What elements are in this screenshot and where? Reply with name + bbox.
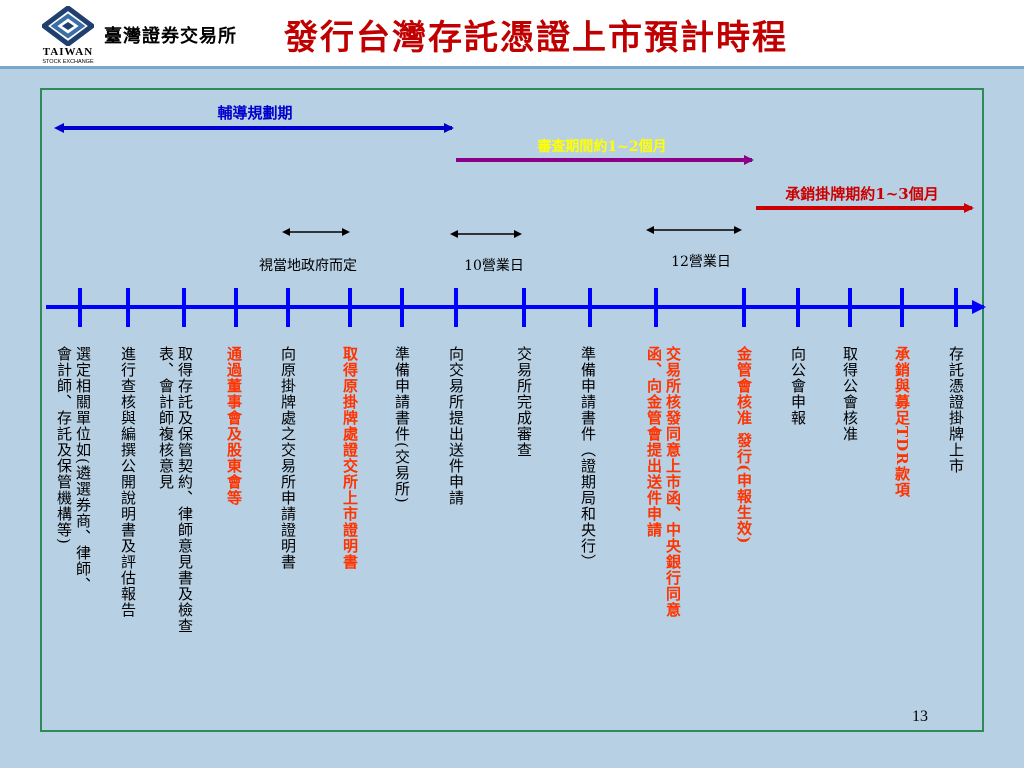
phase-label-underwriting: 承銷掛牌期約1~3個月	[785, 185, 938, 203]
step-association-approval: 取得公會核准	[841, 346, 859, 442]
step-underwriting-funds: 承銷與募足TDR款項	[893, 346, 911, 498]
logo-subword: STOCK EXCHANGE	[42, 59, 94, 65]
phase-label-review: 審查期間約1~2個月	[536, 138, 666, 155]
logo-word: TAIWAN	[42, 46, 94, 58]
taiwan-stock-exchange-logo: TAIWAN STOCK EXCHANGE	[36, 6, 100, 66]
page-number: 13	[912, 708, 928, 725]
step-board-approval: 通過董事會及股東會等	[225, 346, 243, 506]
step-exchange-review: 交易所完成審查	[515, 346, 533, 458]
step-submit-to-exchange: 向交易所提出送件申請	[447, 346, 465, 506]
timeline-ticks	[78, 288, 958, 327]
header: TAIWAN STOCK EXCHANGE 臺灣證券交易所 發行台灣存託憑證上市…	[0, 0, 1024, 69]
step-report-to-association: 向公會申報	[789, 346, 807, 426]
timeline-panel	[40, 88, 984, 732]
step-obtain-certificate: 取得原掛牌處證交所上市證明書	[341, 346, 359, 570]
step-audit-prospectus: 進行查核與編撰公開說明書及評估報告	[119, 346, 137, 618]
page-title: 發行台灣存託憑證上市預計時程	[284, 18, 788, 58]
step-exchange-approval-letter: 交易所核發同意上市函、中央銀行同意 函、向金管會提出送件申請	[645, 346, 682, 618]
duration-label-local-government: 視當地政府而定	[259, 258, 357, 274]
step-prepare-documents-exchange: 準備申請書件(交易所)	[393, 346, 411, 504]
duration-label-10-days: 10營業日	[464, 258, 524, 274]
organization-name: 臺灣證券交易所	[104, 26, 237, 47]
logo-mark-icon	[42, 6, 94, 46]
step-tdr-listing: 存託憑證掛牌上市	[947, 346, 965, 474]
step-apply-certificate: 向原掛牌處之交易所申請證明書	[279, 346, 297, 570]
step-obtain-agreements: 取得存託及保管契約、律師意見書及檢查 表、會計師複核意見	[157, 346, 194, 634]
header-divider	[0, 66, 1024, 69]
step-select-parties: 選定相關單位如(遴選券商、律師、 會計師、存託及保管機構等)	[55, 346, 92, 593]
phase-label-advisory: 輔導規劃期	[217, 104, 292, 122]
duration-label-12-days: 12營業日	[671, 254, 731, 270]
step-prepare-documents-regulator: 準備申請書件（證期局和央行）	[579, 346, 597, 570]
step-fsc-approval: 金管會核准 發行(申報生效)	[735, 346, 753, 545]
